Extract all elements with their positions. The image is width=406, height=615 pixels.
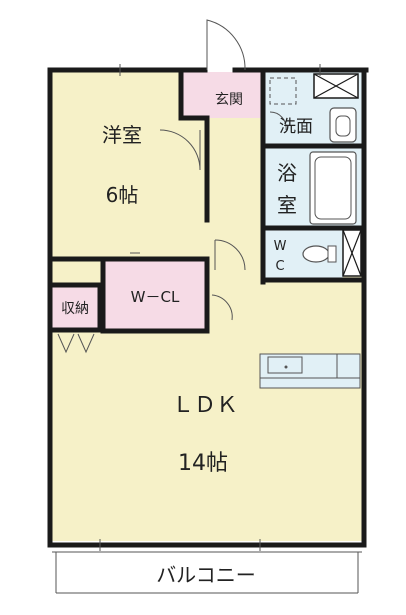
western-room-name: 洋室 xyxy=(102,123,142,147)
wcl-floor xyxy=(103,259,207,331)
walls xyxy=(47,67,369,548)
balcony-label: バルコニー xyxy=(156,563,256,587)
thin-lines xyxy=(52,19,362,594)
pipe-shaft-top-x2 xyxy=(313,73,359,99)
washbasin xyxy=(329,107,357,143)
bathtub-inner xyxy=(314,156,352,220)
washroom-label: 洗面 xyxy=(279,117,313,137)
kitchen-counter xyxy=(259,353,361,379)
washing-machine-pan xyxy=(269,77,297,105)
kitchen-sink xyxy=(267,356,303,374)
bathroom-label-2: 室 xyxy=(277,193,297,217)
toilet-label-1: W xyxy=(274,239,287,254)
storage-label: 収納 xyxy=(61,301,89,317)
kitchen-drain xyxy=(284,365,288,369)
entrance-label: 玄関 xyxy=(215,91,243,108)
toilet-label-2: C xyxy=(275,259,284,274)
ldk-label: ＬＤＫ xyxy=(172,393,238,418)
entrance-floor xyxy=(181,72,263,118)
wcl-label: W－CL xyxy=(131,288,180,306)
toilet-tank xyxy=(327,245,337,263)
storage-floor xyxy=(52,285,98,330)
toilet-bowl-icon xyxy=(302,245,330,263)
bathtub xyxy=(309,151,357,225)
bathroom-label-1: 浴 xyxy=(277,161,297,185)
balcony-floor xyxy=(52,547,364,593)
pipe-shaft-side-x2 xyxy=(342,229,362,277)
western-room-size: 6帖 xyxy=(106,183,139,207)
washbasin-bowl xyxy=(335,115,351,137)
kitchen-back-counter xyxy=(259,377,361,389)
ldk-size: 14帖 xyxy=(178,451,228,476)
